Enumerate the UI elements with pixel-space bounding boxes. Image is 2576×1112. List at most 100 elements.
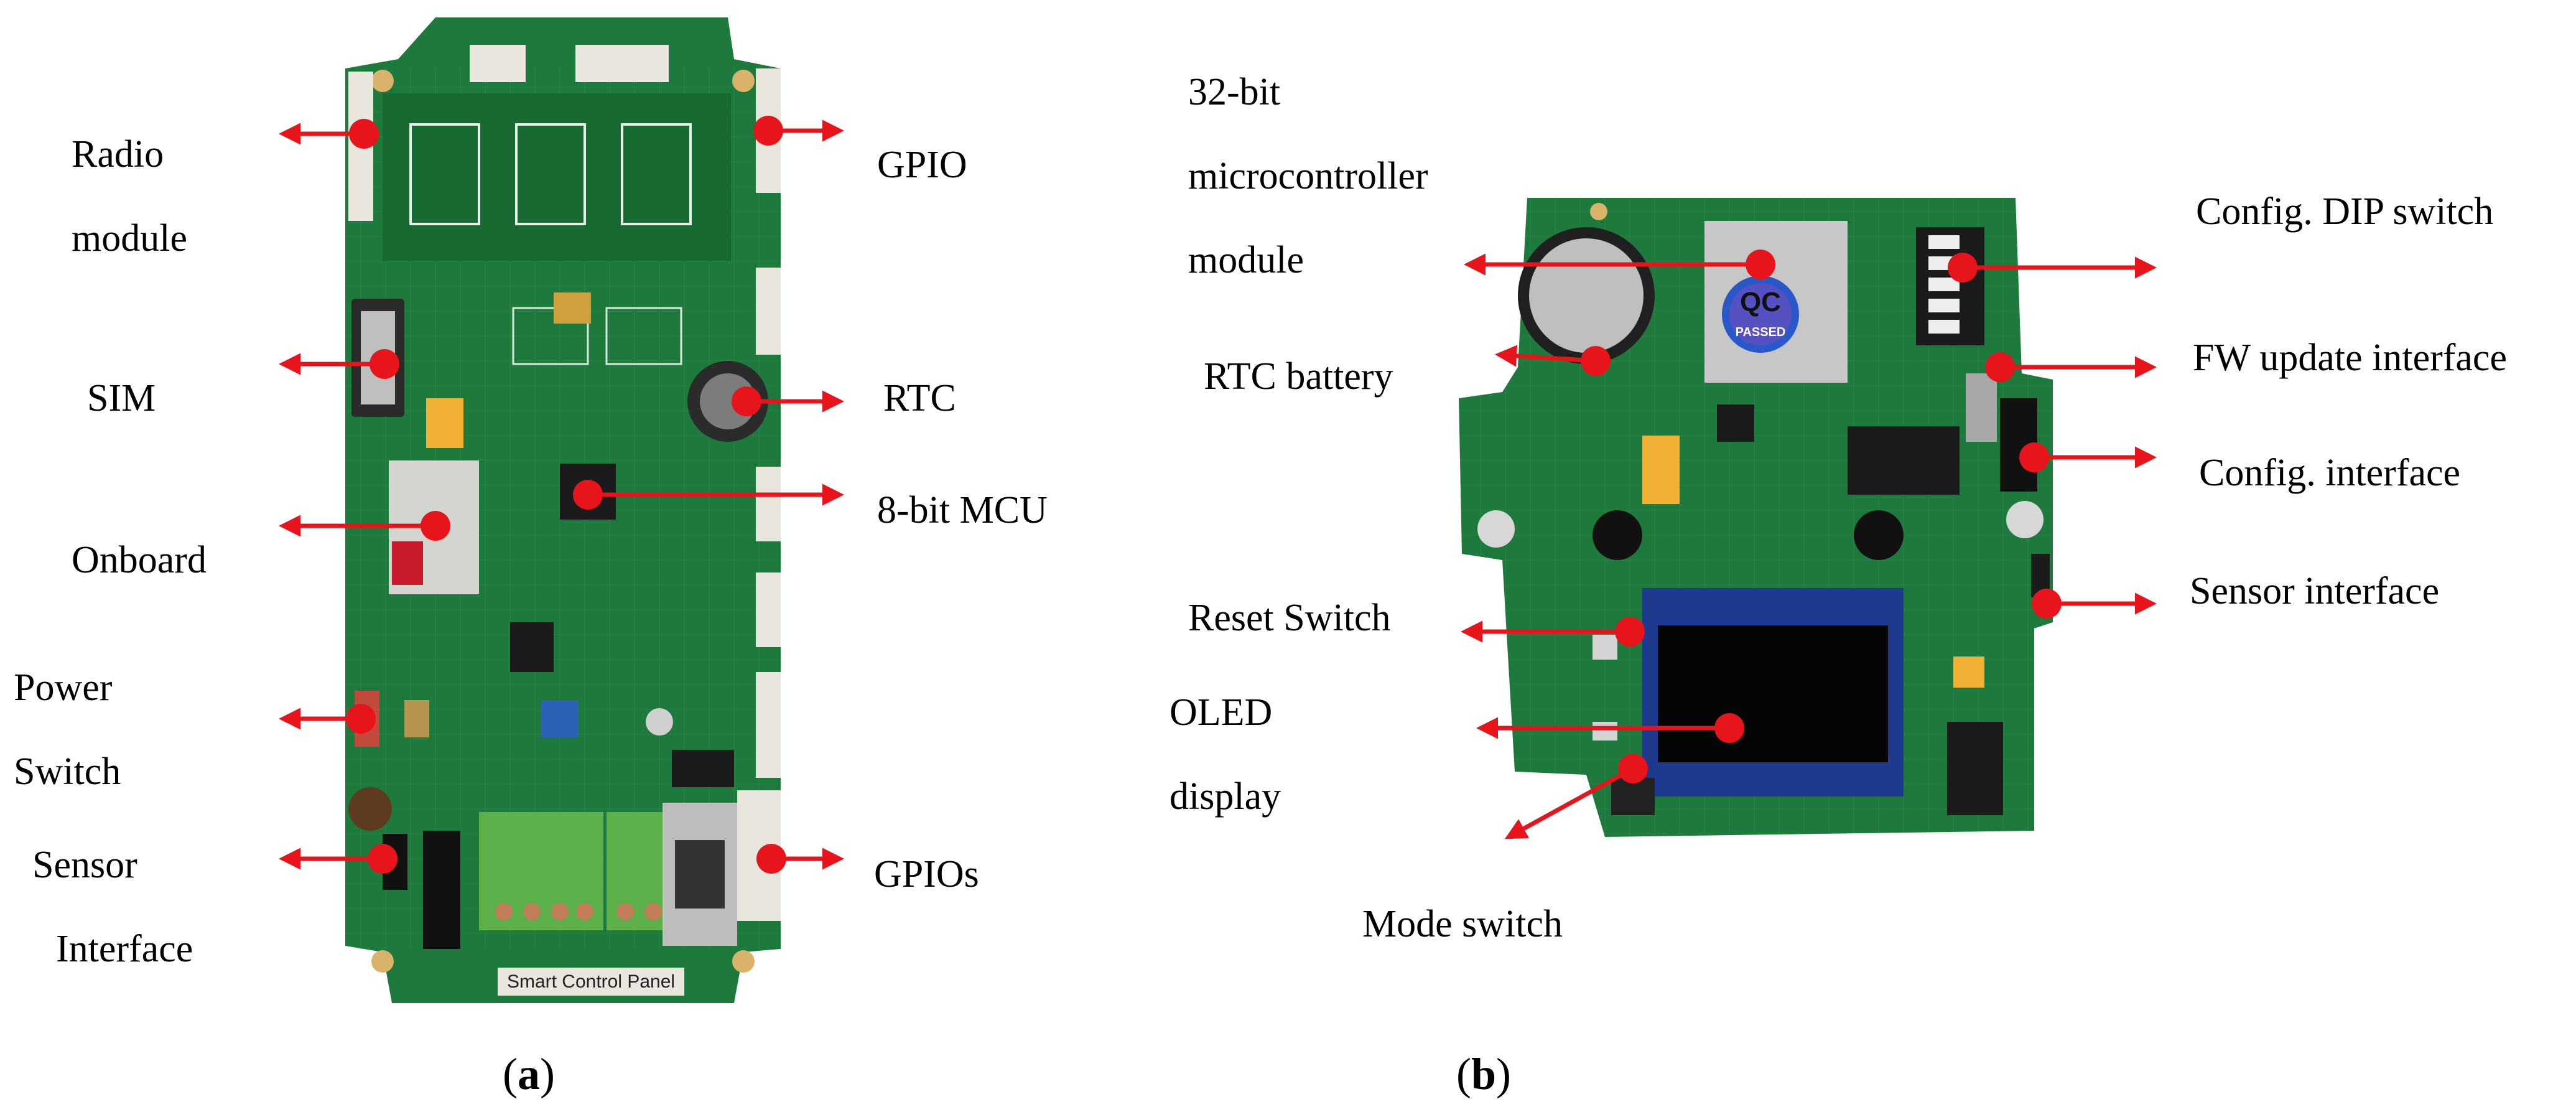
- label-sensor-1: Sensor: [32, 844, 137, 886]
- arrow-dot: [368, 844, 398, 874]
- arrow-mode: [1504, 766, 1634, 839]
- relay-outline: [409, 123, 480, 225]
- label-dip: Config. DIP switch: [2196, 190, 2493, 233]
- capacitor: [1953, 656, 1984, 688]
- power-connector: [1947, 722, 2003, 815]
- board-a-photo: Smart Control Panel: [345, 17, 781, 1003]
- labels-panel-a: Radio module SIM Onboard Power Switch Se…: [14, 133, 1048, 970]
- fw-update-port: [1966, 373, 1997, 442]
- label-rtc-battery: RTC battery: [1204, 355, 1393, 398]
- capacitor: [426, 398, 463, 448]
- top-connector: [575, 45, 669, 82]
- gsm-logo-block: [392, 541, 423, 585]
- caption-b: (b): [1456, 1049, 1511, 1099]
- relay-outline: [515, 123, 586, 225]
- label-sensor-b: Sensor interface: [2190, 570, 2439, 612]
- oled-screen: [1658, 625, 1888, 762]
- board-nameplate-text: Smart Control Panel: [507, 971, 675, 992]
- mode-switch: [1593, 722, 1617, 741]
- gpio-header: [756, 467, 781, 541]
- ic-chip: [672, 750, 734, 787]
- arrow-dot: [1948, 253, 1978, 283]
- crystal-pad: [554, 292, 591, 324]
- mount-hole: [371, 950, 394, 973]
- label-onboard: Onboard: [72, 539, 207, 581]
- arrow-dot: [753, 116, 783, 146]
- mount-hole: [732, 950, 755, 973]
- top-connector: [470, 45, 526, 82]
- mount-hole: [1590, 203, 1607, 220]
- fuse: [404, 700, 429, 737]
- capacitor: [646, 708, 673, 736]
- mount-hole: [371, 70, 394, 92]
- label-power-2: Switch: [14, 750, 121, 793]
- mount-hole: [732, 70, 755, 92]
- capacitor: [1642, 436, 1680, 504]
- label-power-1: Power: [14, 666, 113, 709]
- mount-hole: [2006, 501, 2044, 538]
- label-mcu32-2: microcontroller: [1188, 155, 1428, 197]
- button-knob: [1593, 510, 1642, 560]
- label-config: Config. interface: [2199, 452, 2460, 494]
- qc-sticker-sub: PASSED: [1736, 325, 1786, 339]
- potentiometer: [541, 700, 579, 737]
- mount-hole: [1477, 510, 1515, 548]
- rj-connector: [423, 831, 460, 949]
- arrows-panel-a: [279, 116, 844, 874]
- ethernet-jack-port: [675, 840, 725, 909]
- qc-sticker-shade: [1729, 283, 1792, 345]
- labels-panel-b: 32-bit microcontroller module RTC batter…: [1169, 71, 2507, 945]
- ic-chip: [1848, 426, 1960, 495]
- arrow-dot: [756, 844, 786, 874]
- qc-sticker-text: QC: [1740, 287, 1781, 317]
- label-sim: SIM: [87, 377, 156, 419]
- arrow-dot: [1581, 346, 1611, 376]
- label-sensor-2: Interface: [56, 928, 193, 970]
- arrow-dot: [573, 480, 603, 510]
- arrow-dot: [2019, 442, 2049, 472]
- label-reset: Reset Switch: [1188, 597, 1390, 639]
- label-gpio: GPIO: [877, 144, 967, 186]
- arrow-dot: [370, 349, 399, 379]
- arrows-panel-b: [1461, 250, 2157, 839]
- ic-chip: [1717, 404, 1754, 442]
- label-mode: Mode switch: [1362, 903, 1563, 945]
- label-mcu32-1: 32-bit: [1188, 71, 1280, 113]
- board-nameplate: [498, 968, 684, 996]
- arrow-dot: [732, 386, 761, 416]
- label-oled-2: display: [1169, 775, 1281, 818]
- arrow-dot: [1714, 713, 1744, 743]
- reset-switch: [1593, 635, 1617, 660]
- ic-chip: [510, 622, 554, 672]
- arrow-dot: [1615, 617, 1645, 647]
- arrow-dot: [2032, 589, 2062, 619]
- label-fw: FW update interface: [2193, 337, 2507, 379]
- label-radio-1: Radio: [72, 133, 164, 175]
- label-mcu32-3: module: [1188, 239, 1304, 281]
- arrow-rtc-battery: [1495, 345, 1596, 367]
- arrow-dot: [1746, 250, 1775, 279]
- gpio-header: [756, 572, 781, 647]
- arrow-dot: [346, 704, 376, 734]
- arrow-dot: [349, 119, 379, 149]
- silk-table: [512, 307, 589, 365]
- label-radio-2: module: [72, 217, 187, 259]
- header-pins: [1611, 778, 1655, 815]
- label-mcu8: 8-bit MCU: [877, 489, 1048, 531]
- radio-module-area: [383, 93, 731, 261]
- gpio-header: [756, 672, 781, 778]
- rtc-battery-cell: [1529, 238, 1644, 353]
- label-gpios: GPIOs: [874, 853, 979, 895]
- relay-outline: [621, 123, 692, 225]
- arrow-dot: [421, 511, 450, 541]
- board-b-photo: QC PASSED: [1459, 198, 2053, 837]
- electrolytic-cap: [348, 787, 392, 831]
- arrow-dot: [1985, 352, 2015, 382]
- caption-a: (a): [503, 1049, 555, 1099]
- label-oled-1: OLED: [1169, 691, 1272, 734]
- arrow-dot: [1618, 754, 1648, 783]
- silk-table: [605, 307, 682, 365]
- gpio-header: [756, 268, 781, 355]
- label-rtc: RTC: [883, 377, 956, 419]
